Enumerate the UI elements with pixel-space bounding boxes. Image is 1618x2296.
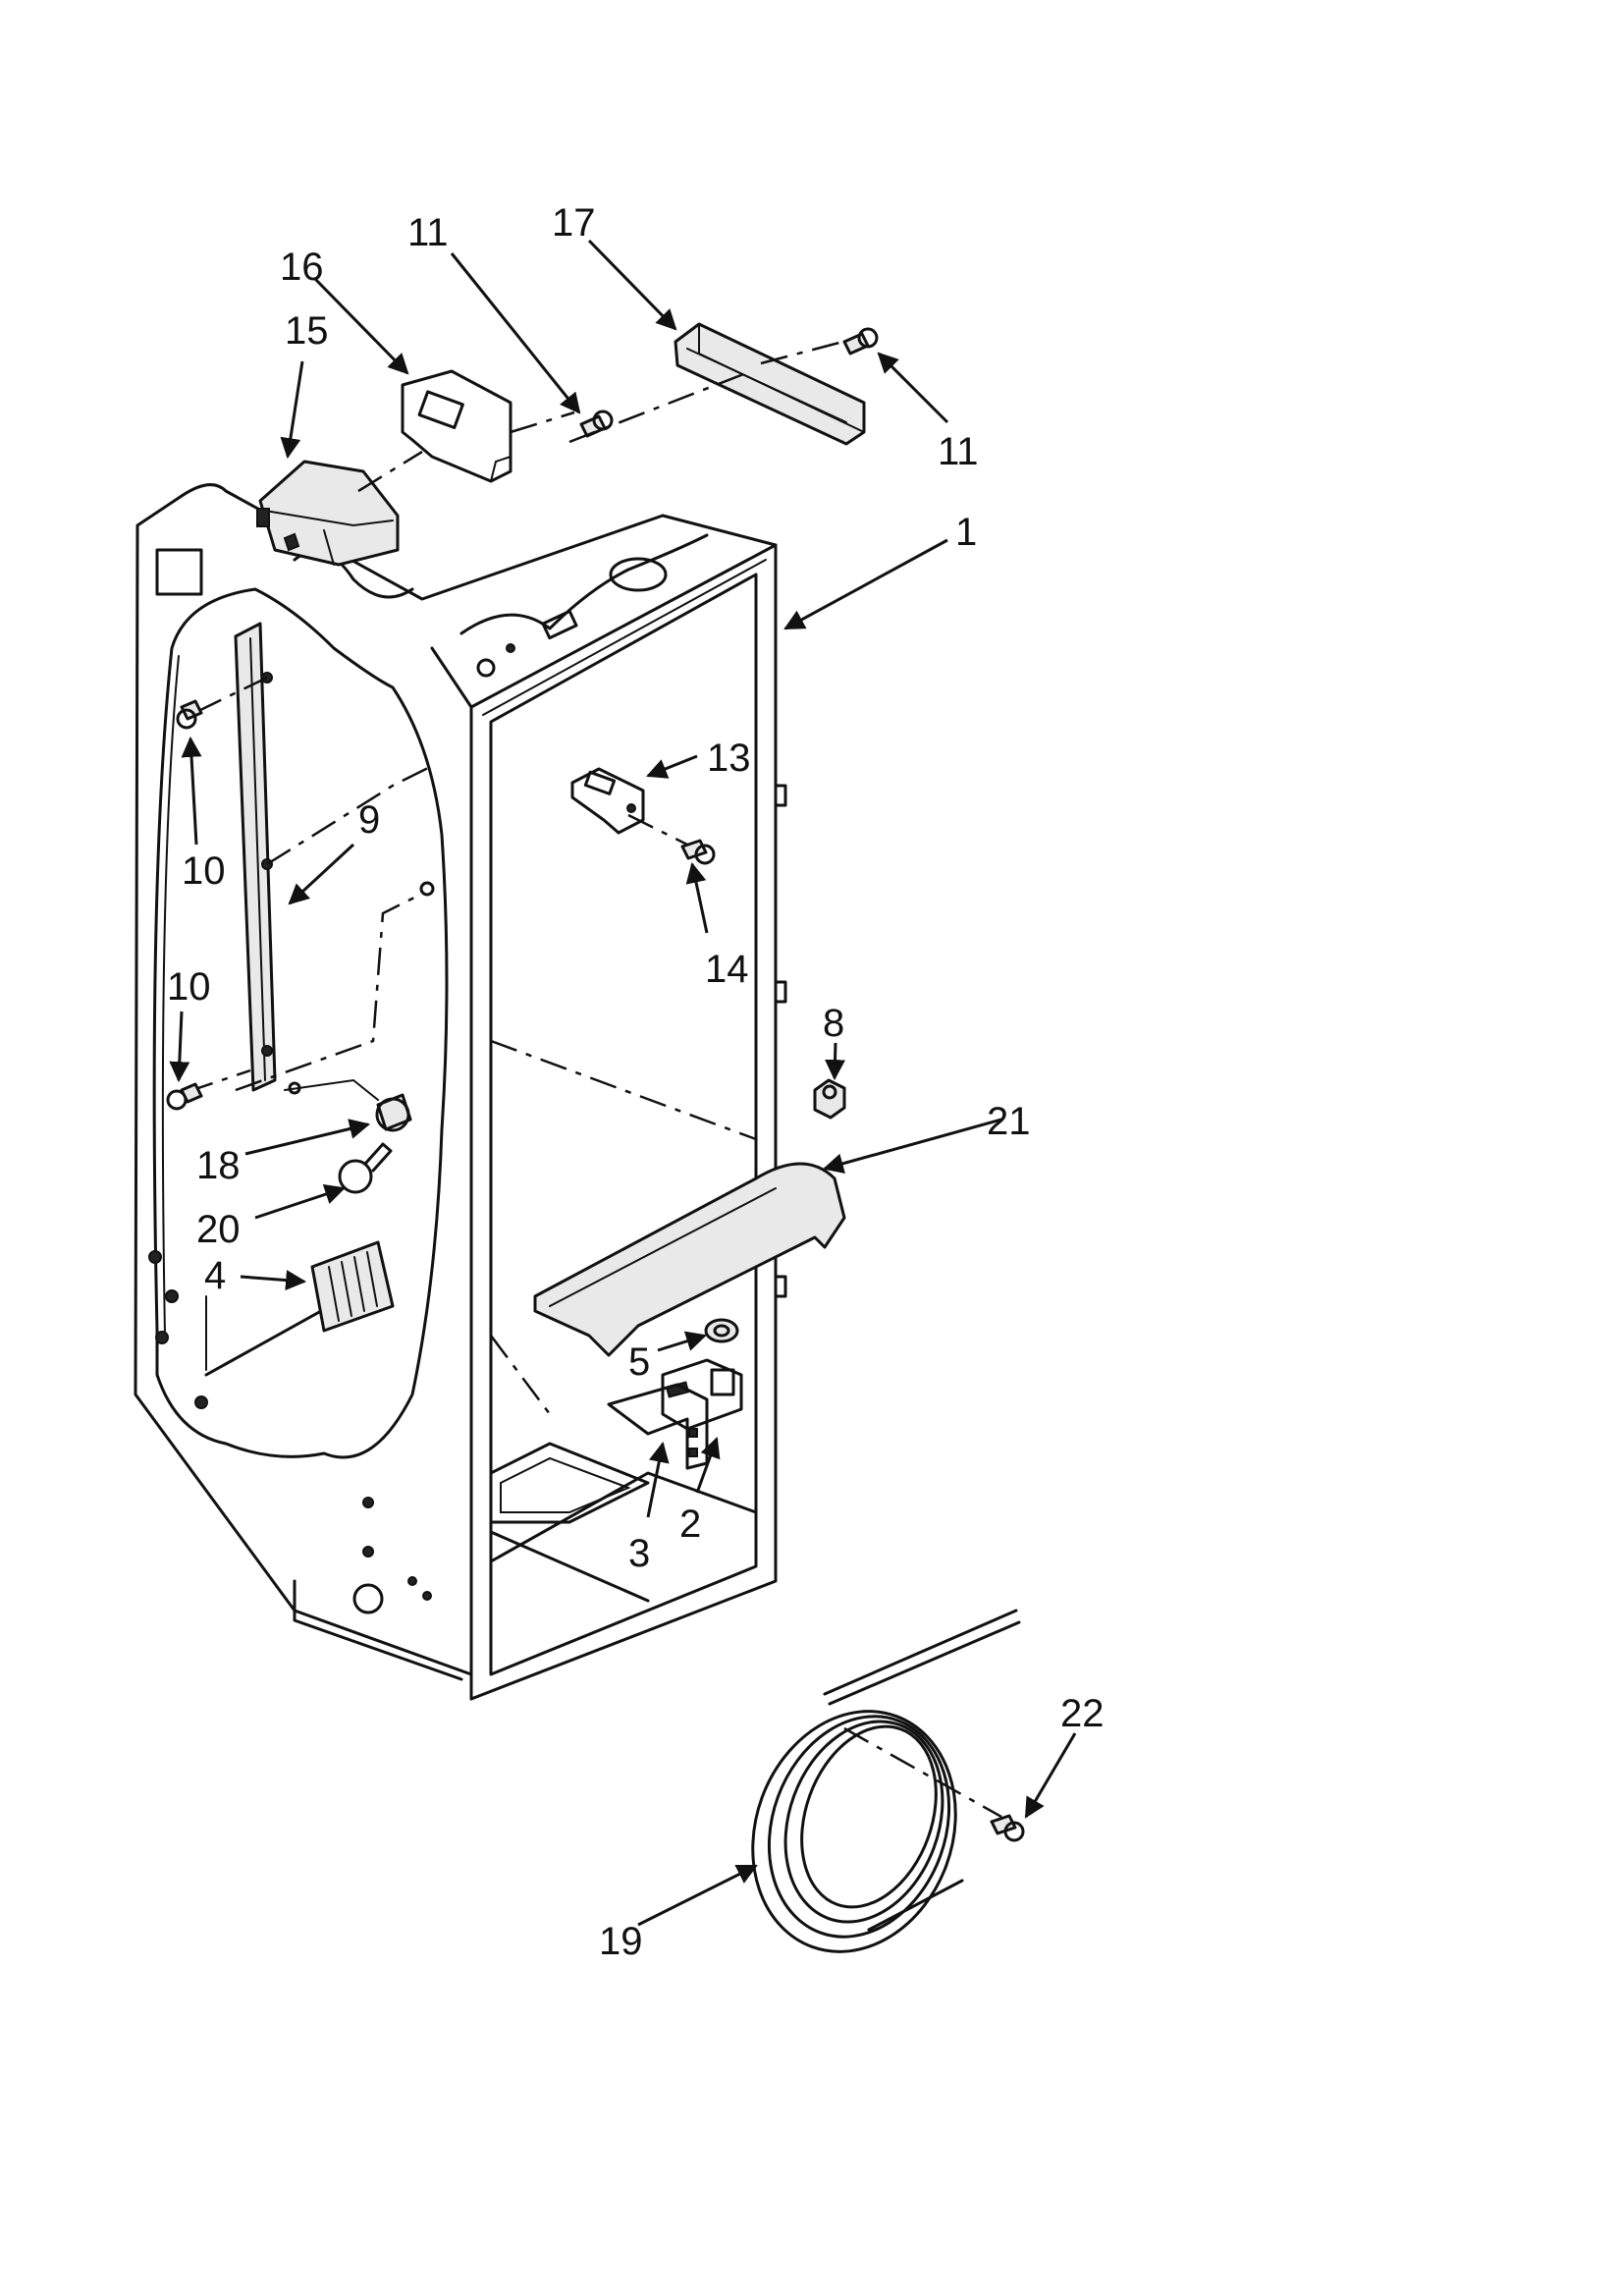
cover-21 [533,1162,846,1357]
screw-22 [990,1814,1025,1842]
bracket-16 [357,369,575,493]
callout-11-left: 11 [407,211,449,254]
callout-18: 18 [196,1144,241,1187]
cabinet-liner [134,483,787,1701]
callout-20: 20 [196,1208,241,1251]
callout-4: 4 [204,1254,226,1297]
callout-8: 8 [823,1002,844,1045]
callout-21: 21 [987,1100,1031,1143]
callout-13: 13 [707,737,751,780]
callout-2: 2 [679,1503,701,1546]
screw-10-upper [176,676,268,730]
water-tube-coil-19 [751,1609,1021,1953]
plug-8 [813,1078,846,1120]
callout-22: 22 [1060,1692,1105,1735]
callout-10-lower: 10 [167,965,211,1009]
screw-11-left [579,410,614,438]
leader-lines [169,239,1077,1927]
callout-5: 5 [628,1340,650,1384]
callout-14: 14 [705,948,749,991]
callout-1: 1 [955,511,977,554]
channel-17 [568,322,866,446]
light-socket-18 [284,1078,412,1132]
callout-16: 16 [280,246,324,289]
callout-15: 15 [285,309,329,353]
callout-10-upper: 10 [182,849,226,893]
callout-labels: 1 2 3 4 5 8 9 10 10 11 11 13 14 15 16 17… [167,201,1105,1963]
grommet-5 [704,1318,739,1343]
light-bulb-20 [338,1142,393,1194]
bracket-2 [661,1358,743,1431]
screw-11-right [760,327,879,365]
callout-3: 3 [628,1532,650,1575]
screw-10-lower [166,1068,251,1111]
callout-11-right: 11 [938,430,979,473]
callout-19: 19 [599,1920,643,1963]
callout-9: 9 [358,798,380,842]
bracket-13 [570,767,688,847]
callout-17: 17 [552,201,596,245]
light-switch-housing-15 [256,460,400,567]
vent-grille-4 [310,1240,395,1333]
screw-14 [680,839,716,865]
shelf-rail-9 [234,622,435,1092]
bracket-3 [607,1383,709,1470]
